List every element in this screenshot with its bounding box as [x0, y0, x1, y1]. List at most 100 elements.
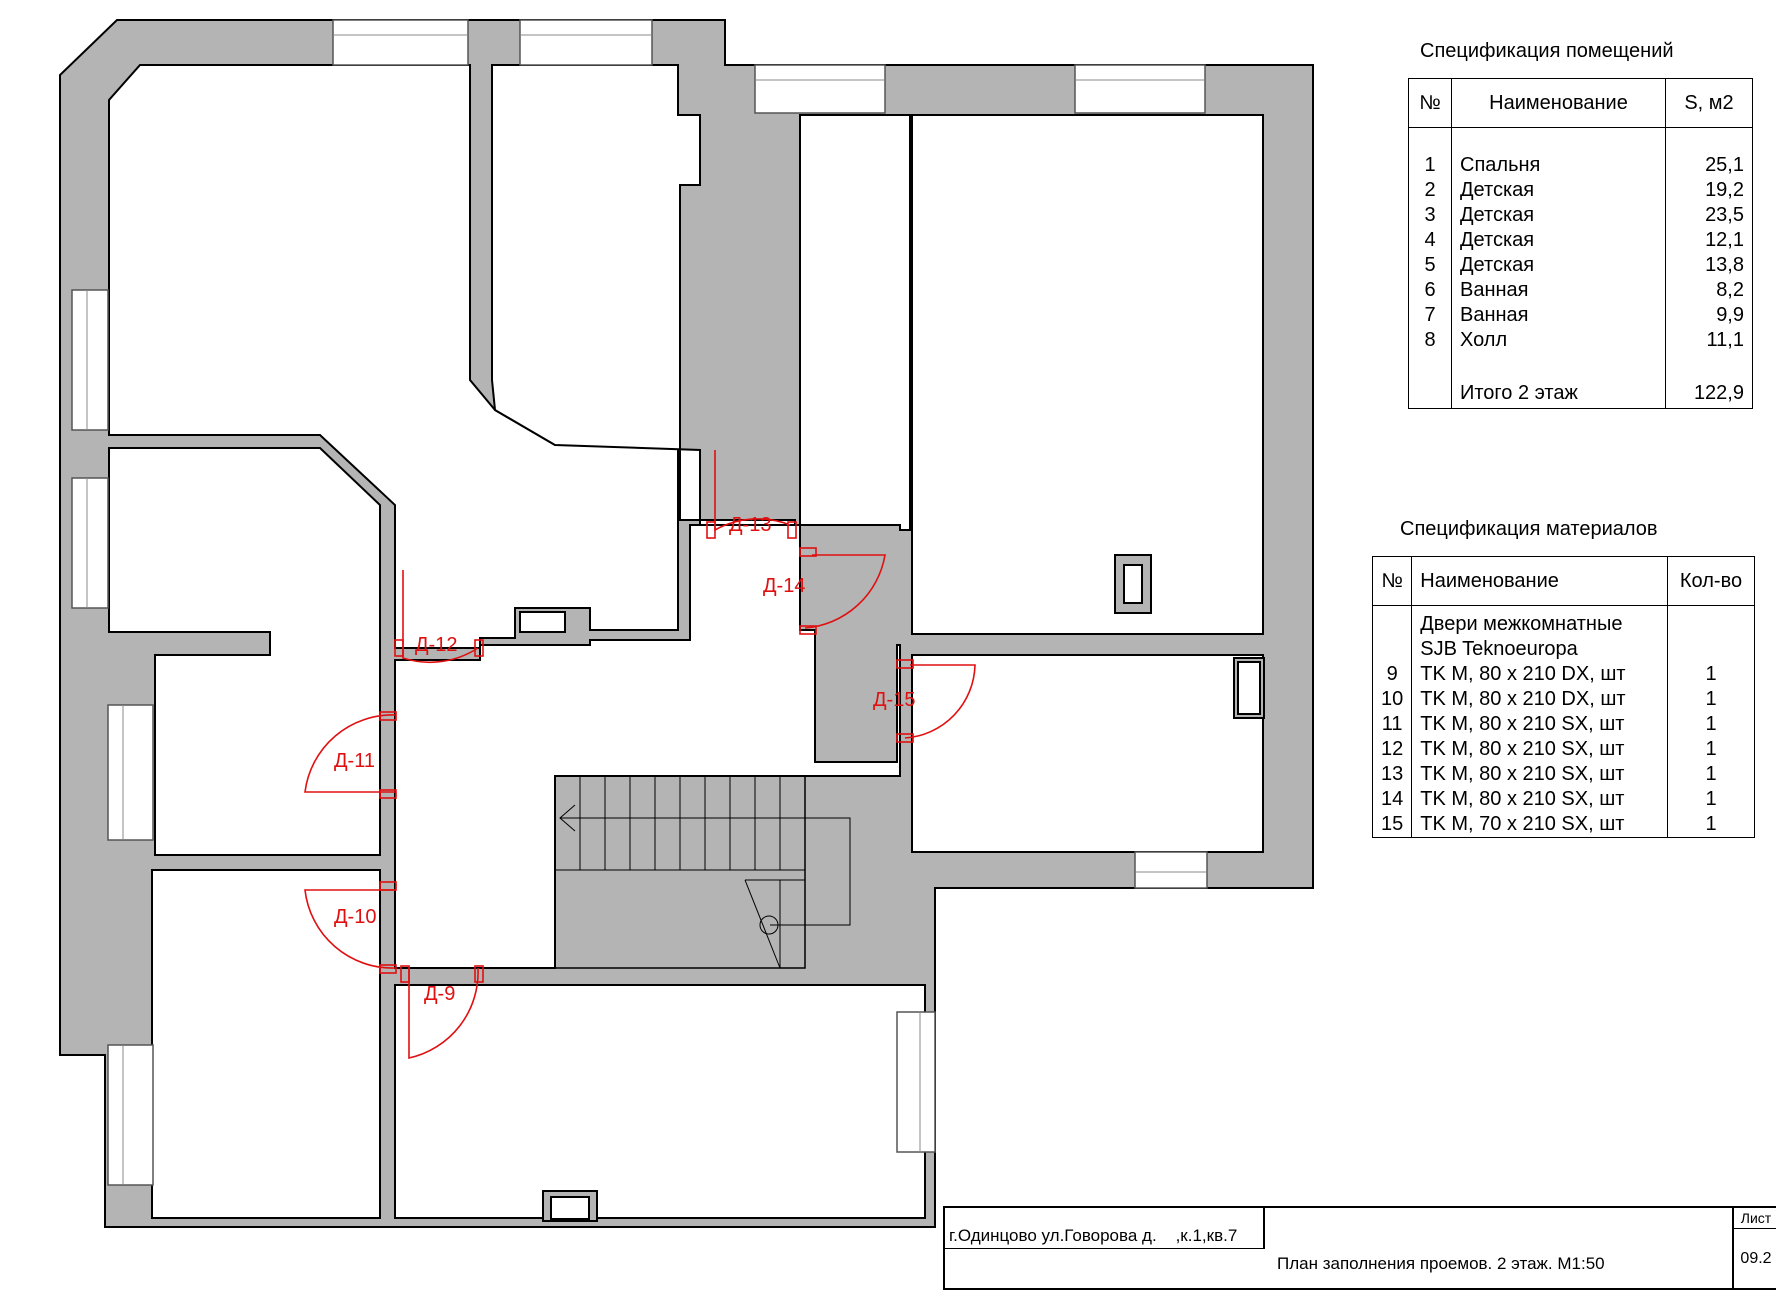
- material-name: TK M, 80 x 210 SX, шт: [1411, 762, 1668, 787]
- staircase: [554, 775, 851, 969]
- materials-group-line2: SJB Teknoeuropa: [1411, 637, 1668, 662]
- room-area: 13,8: [1665, 253, 1753, 278]
- door-d11: [304, 714, 396, 793]
- door-d14: [804, 554, 886, 629]
- door-label-d13: Д-13: [729, 514, 771, 536]
- materials-spec-table: № Наименование Кол-во Двери межкомнатные…: [1371, 556, 1755, 838]
- door-d13: [714, 450, 791, 532]
- door-d9: [408, 967, 479, 1059]
- material-num: 14: [1371, 787, 1413, 812]
- stamp-sheet-label: Лист: [1734, 1210, 1776, 1229]
- room-name: Холл: [1451, 328, 1666, 353]
- shaft-4-inner: [550, 1196, 590, 1220]
- room-area: 9,9: [1665, 303, 1753, 328]
- room-area: 11,1: [1665, 328, 1753, 353]
- material-qty: 1: [1667, 812, 1755, 838]
- room-nursery-2: [491, 64, 911, 531]
- room-num: 4: [1408, 228, 1452, 253]
- shaft-3: [519, 611, 566, 633]
- material-name: TK M, 80 x 210 SX, шт: [1411, 737, 1668, 762]
- room-name: Спальня: [1451, 153, 1666, 178]
- room-name: Ванная: [1451, 303, 1666, 328]
- material-qty: 1: [1667, 762, 1755, 787]
- room-nursery-3: [911, 114, 1264, 635]
- room-name: Детская: [1451, 203, 1666, 228]
- room-bath-7: [911, 654, 1264, 853]
- room-area: 12,1: [1665, 228, 1753, 253]
- material-qty: 1: [1667, 787, 1755, 812]
- room-num: 2: [1408, 178, 1452, 203]
- door-label-d10: Д-10: [334, 906, 376, 928]
- total-label: Итого 2 этаж: [1451, 378, 1666, 409]
- stamp-sheet-number: 09.2: [1740, 1250, 1772, 1267]
- material-qty: 1: [1667, 687, 1755, 712]
- materials-col-name: Наименование: [1411, 556, 1668, 606]
- material-num: 10: [1371, 687, 1413, 712]
- room-area: 25,1: [1665, 153, 1753, 178]
- room-name: Детская: [1451, 228, 1666, 253]
- door-labels: Д-9 Д-10 Д-11 Д-12 Д-13 Д-14 Д-15: [334, 514, 915, 1005]
- stamp-address-cell: г.Одинцово ул.Говорова д. ,к.1,кв.7: [945, 1208, 1265, 1249]
- room-num: 5: [1408, 253, 1452, 278]
- shaft-1-inner: [1123, 564, 1143, 604]
- materials-col-num: №: [1371, 556, 1413, 606]
- material-num: 9: [1371, 662, 1413, 687]
- room-name: Детская: [1451, 178, 1666, 203]
- door-d12: [402, 570, 479, 664]
- rooms-col-num: №: [1408, 78, 1452, 128]
- stamp-title-cell: План заполнения проемов. 2 этаж. М1:50: [1265, 1208, 1655, 1288]
- room-area: 8,2: [1665, 278, 1753, 303]
- shaft-2-inner: [1237, 661, 1261, 715]
- rooms-spec-title: Спецификация помещений: [1420, 40, 1674, 62]
- room-name: Детская: [1451, 253, 1666, 278]
- rooms-col-area: S, м2: [1665, 78, 1753, 128]
- material-name: TK M, 80 x 210 DX, шт: [1411, 687, 1668, 712]
- materials-col-qty: Кол-во: [1667, 556, 1755, 606]
- material-name: TK M, 70 x 210 SX, шт: [1411, 812, 1668, 838]
- total-value: 122,9: [1665, 378, 1753, 409]
- room-area: 23,5: [1665, 203, 1753, 228]
- material-num: 11: [1371, 712, 1413, 737]
- room-num: 8: [1408, 328, 1452, 353]
- material-name: TK M, 80 x 210 SX, шт: [1411, 712, 1668, 737]
- stamp-sheet-cell: Лист 09.2: [1732, 1208, 1776, 1288]
- material-qty: 1: [1667, 662, 1755, 687]
- materials-spec-title: Спецификация материалов: [1400, 518, 1658, 540]
- stamp-title: План заполнения проемов. 2 этаж. М1:50: [1277, 1254, 1605, 1273]
- door-label-d15: Д-15: [873, 689, 915, 711]
- room-area: 19,2: [1665, 178, 1753, 203]
- door-label-d9: Д-9: [424, 983, 455, 1005]
- material-qty: 1: [1667, 712, 1755, 737]
- room-nursery-4: [108, 447, 381, 856]
- room-num: 3: [1408, 203, 1452, 228]
- material-name: TK M, 80 x 210 SX, шт: [1411, 787, 1668, 812]
- material-name: TK M, 80 x 210 DX, шт: [1411, 662, 1668, 687]
- door-label-d12: Д-12: [415, 634, 457, 656]
- doors: [304, 450, 976, 1059]
- rooms-col-name: Наименование: [1451, 78, 1666, 128]
- material-num: 12: [1371, 737, 1413, 762]
- material-num: 15: [1371, 812, 1413, 838]
- room-name: Ванная: [1451, 278, 1666, 303]
- stamp-address: г.Одинцово ул.Говорова д. ,к.1,кв.7: [949, 1226, 1238, 1245]
- room-bath-6: [394, 984, 926, 1219]
- title-block: г.Одинцово ул.Говорова д. ,к.1,кв.7 План…: [943, 1206, 1776, 1290]
- room-num: 6: [1408, 278, 1452, 303]
- material-num: 13: [1371, 762, 1413, 787]
- door-d15: [904, 664, 976, 739]
